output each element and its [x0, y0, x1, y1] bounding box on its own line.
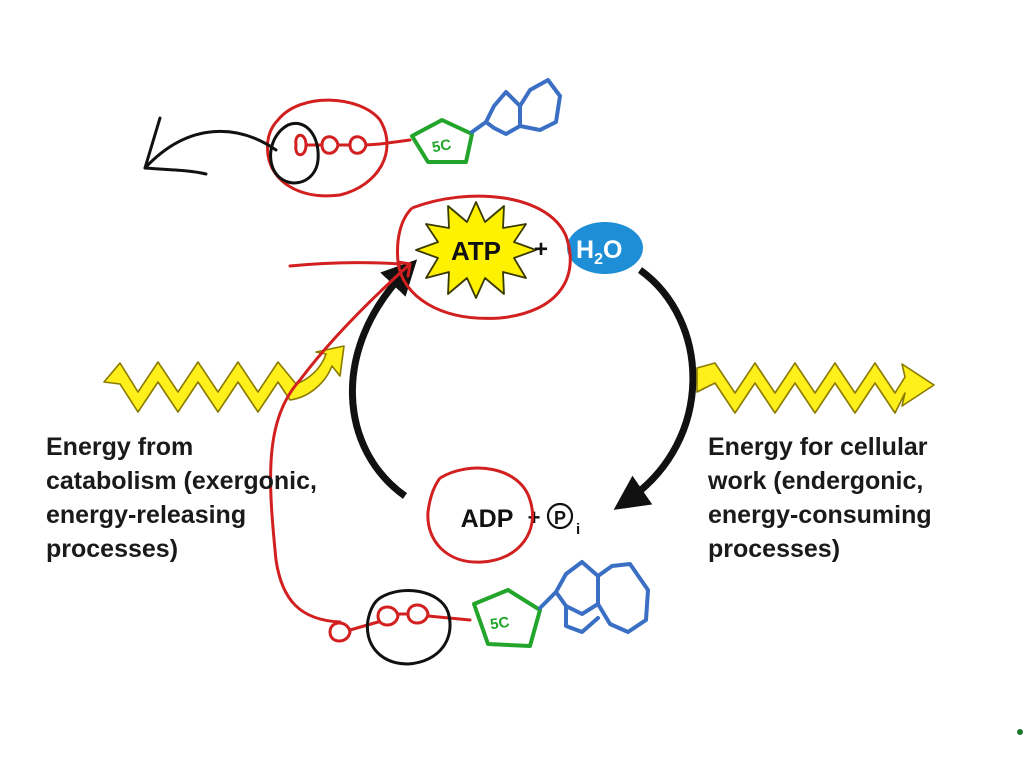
atp-starburst [415, 201, 537, 299]
curved-black-arrow [143, 116, 278, 176]
top-sugar-pentagon [410, 118, 474, 164]
cycle-arrow-left [348, 259, 418, 499]
phosphate-label: P [554, 508, 566, 528]
right-caption-line: processes) [708, 535, 841, 563]
energy-input-arrow [103, 345, 345, 413]
bottom-molecule-sketch: 5C [328, 560, 650, 666]
bottom-phosphate-chain [328, 603, 472, 643]
red-connector-line [269, 260, 412, 624]
bottom-sugar-pentagon [472, 588, 542, 648]
adp-label: ADP [461, 505, 514, 533]
right-caption-line: energy-consuming [708, 501, 932, 529]
adp-red-circle [426, 466, 535, 564]
top-molecule-red-circle [266, 98, 389, 198]
phosphate-subscript: i [576, 521, 580, 538]
stray-mark [1017, 729, 1023, 735]
cycle-arrow-right [613, 267, 697, 510]
top-phosphate-chain [294, 133, 412, 157]
atp-plus: + [534, 236, 548, 263]
left-caption-line: catabolism (exergonic, [46, 467, 317, 495]
bottom-sugar-label: 5C [489, 614, 511, 634]
right-caption-line: Energy for cellular [708, 433, 928, 461]
left-caption-line: Energy from [46, 433, 194, 461]
water-oval [567, 222, 643, 274]
bottom-black-circle [365, 589, 452, 666]
energy-from-catabolism-caption: Energy from catabolism (exergonic, energ… [46, 430, 317, 566]
phosphate-circle [546, 502, 574, 530]
energy-for-cellular-work-caption: Energy for cellular work (endergonic, en… [708, 430, 932, 566]
top-base-rings [470, 78, 562, 136]
water-label: H2O [576, 236, 622, 268]
right-caption-line: work (endergonic, [708, 467, 924, 495]
bottom-base-rings [538, 560, 650, 634]
left-caption-line: energy-releasing [46, 501, 247, 529]
atp-label: ATP [451, 236, 501, 266]
top-sugar-label: 5C [431, 136, 453, 156]
top-molecule-sketch: 5C [143, 78, 562, 198]
top-black-circle [269, 122, 320, 185]
energy-output-arrow [696, 362, 935, 414]
left-caption-line: processes) [46, 535, 179, 563]
